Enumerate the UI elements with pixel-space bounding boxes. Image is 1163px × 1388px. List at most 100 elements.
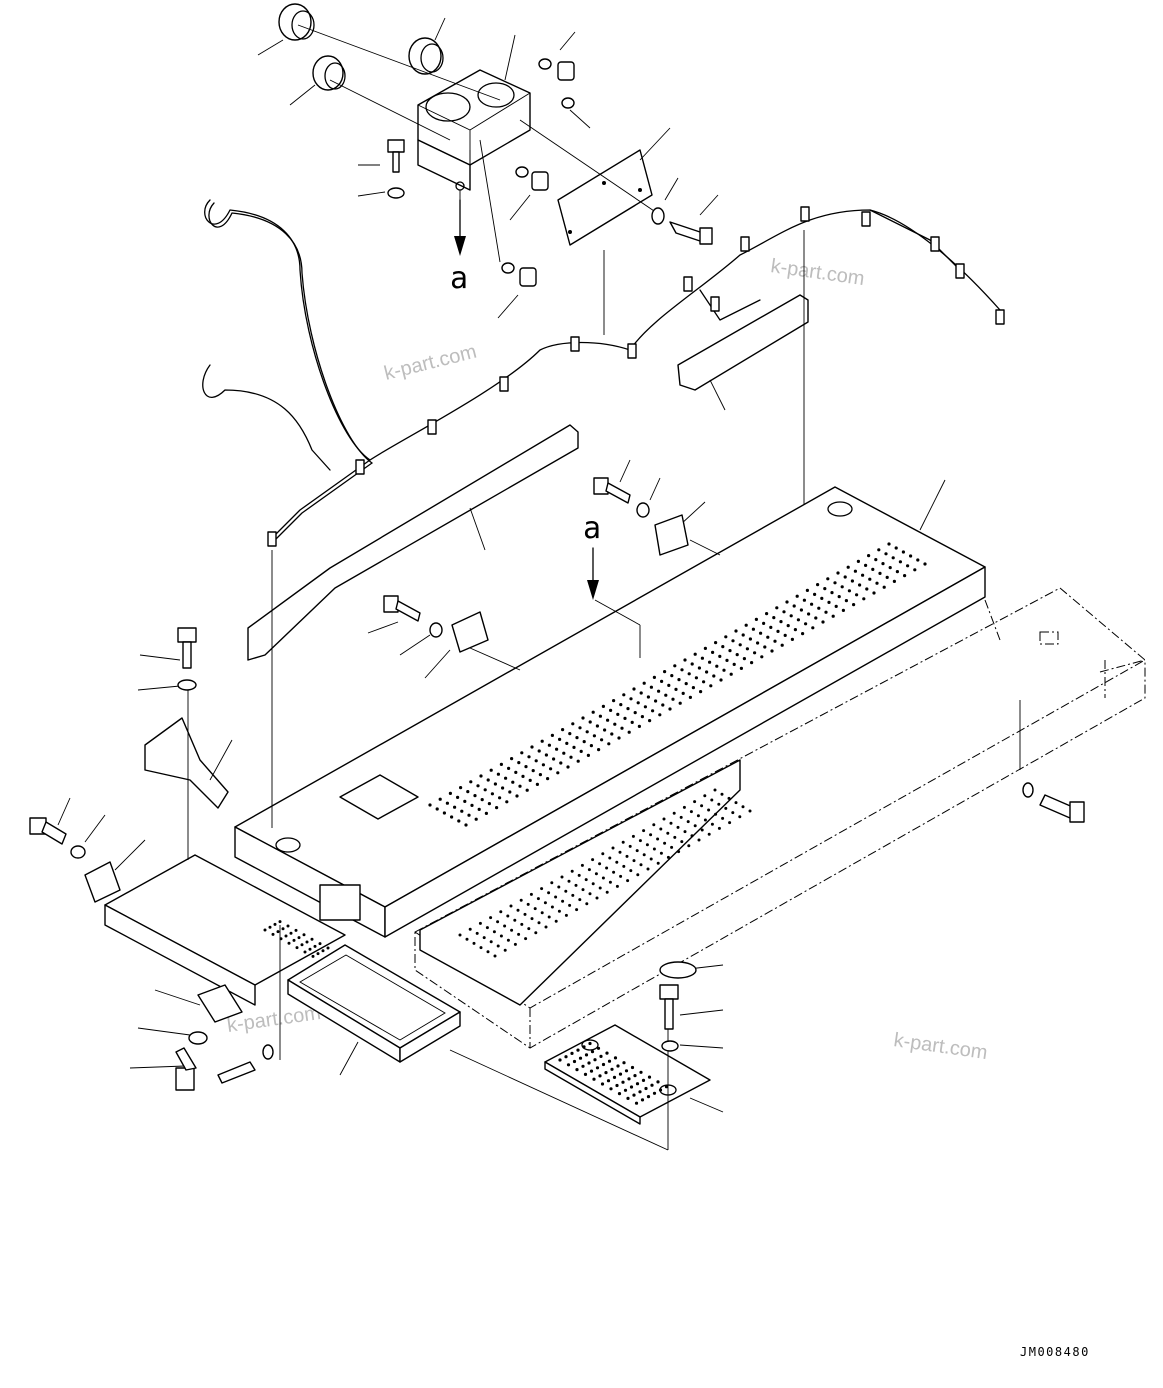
gauge-1 bbox=[278, 3, 315, 41]
perforation-hole bbox=[554, 919, 558, 923]
perforation-hole bbox=[544, 925, 548, 929]
perforation-hole bbox=[575, 908, 579, 912]
perforation-hole bbox=[901, 550, 906, 554]
perforation-hole bbox=[566, 765, 570, 769]
perforation-hole bbox=[507, 766, 511, 771]
perforation-hole bbox=[648, 719, 652, 723]
perforation-hole bbox=[597, 748, 601, 752]
perforation-hole bbox=[482, 936, 486, 940]
perforation-hole bbox=[631, 834, 635, 838]
perforation-hole bbox=[479, 774, 483, 778]
perforation-hole bbox=[654, 699, 658, 703]
perforation-hole bbox=[760, 655, 764, 659]
perforation-hole bbox=[302, 933, 306, 937]
perforation-hole bbox=[684, 682, 688, 686]
perforation-hole bbox=[732, 662, 736, 667]
perforation-hole bbox=[607, 1059, 612, 1063]
perforation-hole bbox=[823, 587, 827, 591]
perforation-hole bbox=[693, 800, 697, 804]
perforation-hole bbox=[913, 568, 917, 572]
harness-clip bbox=[570, 336, 580, 352]
perforation-hole bbox=[882, 585, 886, 589]
perforation-hole bbox=[651, 709, 655, 713]
perforation-hole bbox=[558, 737, 562, 742]
perforation-hole bbox=[663, 841, 667, 845]
perforation-hole bbox=[508, 790, 512, 794]
perforation-hole bbox=[789, 614, 793, 618]
perforation-hole bbox=[734, 801, 738, 805]
perforation-hole bbox=[646, 867, 650, 871]
perforation-hole bbox=[629, 697, 633, 701]
perforation-hole bbox=[326, 946, 330, 950]
perforation-hole bbox=[894, 546, 898, 550]
harness-clip bbox=[267, 531, 277, 547]
perforation-hole bbox=[474, 817, 478, 821]
perforation-hole bbox=[678, 701, 682, 705]
perforation-hole bbox=[626, 1096, 630, 1100]
perforation-hole bbox=[587, 1061, 591, 1065]
perforation-hole bbox=[592, 734, 597, 738]
perforation-hole bbox=[799, 608, 804, 612]
perforation-hole bbox=[843, 575, 847, 579]
perforation-hole bbox=[585, 730, 589, 734]
storage-tray bbox=[287, 944, 461, 1063]
perforation-hole bbox=[658, 713, 662, 717]
perforation-hole bbox=[707, 832, 711, 836]
harness-clip bbox=[930, 236, 940, 252]
perforation-hole bbox=[292, 938, 296, 942]
perforation-hole bbox=[468, 927, 472, 931]
perforation-hole bbox=[770, 649, 774, 653]
perforation-hole bbox=[578, 1056, 583, 1060]
perforation-hole bbox=[506, 914, 510, 918]
perforation-hole bbox=[783, 633, 787, 638]
perforation-hole bbox=[775, 606, 779, 610]
label-leaders bbox=[57, 17, 946, 1113]
perforation-hole bbox=[450, 815, 454, 819]
perforation-hole bbox=[586, 753, 591, 758]
perforation-hole bbox=[613, 722, 617, 726]
perforation-hole bbox=[646, 695, 651, 699]
perforation-hole bbox=[630, 720, 634, 725]
perforation-hole bbox=[541, 763, 546, 767]
perforation-hole bbox=[517, 761, 521, 765]
perforation-hole bbox=[642, 853, 646, 857]
perforation-hole bbox=[690, 662, 694, 666]
perforation-hole bbox=[718, 654, 722, 659]
perforation-hole bbox=[639, 1070, 643, 1074]
perforation-hole bbox=[703, 794, 707, 798]
perforation-hole bbox=[708, 660, 712, 664]
perforation-hole bbox=[637, 724, 642, 729]
perforation-hole bbox=[841, 608, 846, 613]
perforation-hole bbox=[583, 1072, 588, 1076]
main-floor-plate bbox=[234, 486, 986, 938]
perforation-hole bbox=[790, 637, 795, 642]
perforation-hole bbox=[496, 944, 500, 948]
perforation-hole bbox=[457, 819, 461, 823]
perforation-hole bbox=[687, 672, 691, 676]
perforation-hole bbox=[807, 612, 811, 616]
perforation-hole bbox=[762, 621, 766, 626]
perforation-hole bbox=[510, 928, 514, 932]
perforation-hole bbox=[623, 716, 627, 721]
perforation-hole bbox=[885, 575, 889, 580]
perforation-hole bbox=[547, 743, 552, 747]
perforation-hole bbox=[792, 604, 796, 608]
perforation-hole bbox=[621, 840, 625, 844]
perforation-hole bbox=[662, 817, 666, 821]
perforation-hole bbox=[313, 944, 317, 948]
left-bracket bbox=[144, 717, 229, 809]
perforation-hole bbox=[834, 604, 838, 609]
perforation-hole bbox=[456, 795, 460, 800]
harness-clip bbox=[800, 206, 810, 222]
perforation-hole bbox=[544, 753, 549, 757]
perforation-hole bbox=[647, 1075, 652, 1079]
perforation-hole bbox=[717, 802, 721, 806]
perforation-hole bbox=[674, 687, 678, 692]
perforation-hole bbox=[766, 635, 770, 639]
perforation-hole bbox=[689, 810, 693, 814]
perforation-hole bbox=[699, 690, 703, 694]
perforation-hole bbox=[570, 1051, 574, 1055]
perforation-hole bbox=[711, 650, 715, 655]
perforation-hole bbox=[724, 806, 728, 810]
perforation-hole bbox=[661, 703, 665, 707]
